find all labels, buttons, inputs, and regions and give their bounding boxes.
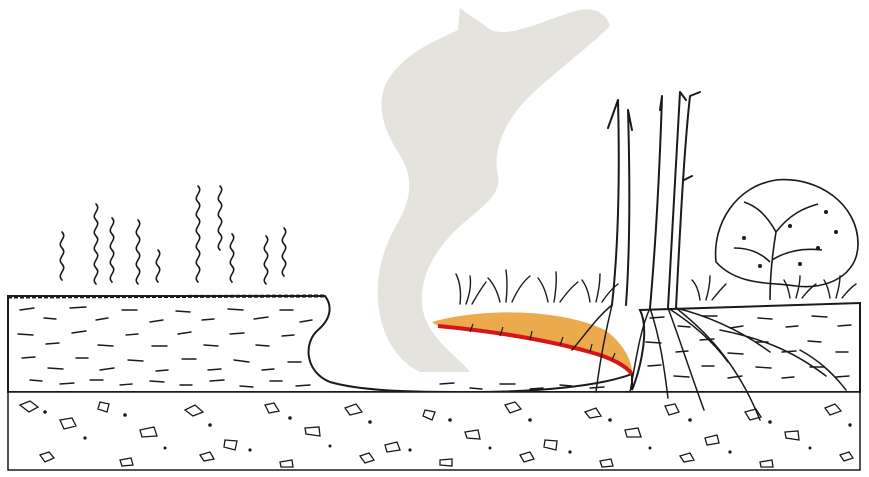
shrub <box>716 180 858 300</box>
heat-haze-wisps <box>60 186 285 284</box>
shrub-spots <box>742 210 838 268</box>
mineral-soil-layer <box>8 392 860 470</box>
smoldering-glow <box>432 312 632 372</box>
grass-tufts <box>456 270 856 304</box>
dead-snags <box>608 92 700 308</box>
